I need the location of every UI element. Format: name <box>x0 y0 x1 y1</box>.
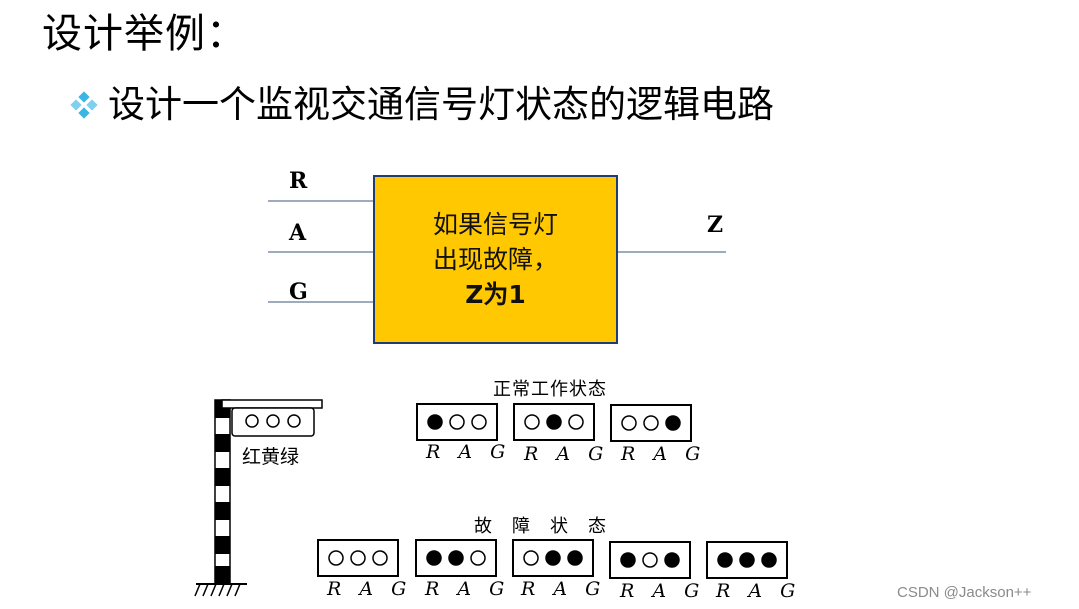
fault-state-title: 故 障 状 态 <box>474 516 607 537</box>
normal-state-title: 正常工作状态 <box>493 379 607 400</box>
fault-state-lamp-1-2 <box>350 550 366 566</box>
fault-state-lamp-1-1 <box>328 550 344 566</box>
normal-state-lamp-2-2 <box>546 414 562 430</box>
fault-state-lamp-5-2 <box>739 552 755 568</box>
normal-rag-2: R A G <box>524 443 610 465</box>
fault-state-lamp-5-1 <box>717 552 733 568</box>
normal-rag-1: R A G <box>426 441 512 463</box>
fault-state-lamp-5-3 <box>761 552 777 568</box>
pole-label: 红黄绿 <box>242 446 300 468</box>
block-line-1: 如果信号灯 <box>432 210 558 239</box>
normal-rag-3: R A G <box>621 443 707 465</box>
fault-state-lamp-1-3 <box>372 550 388 566</box>
block-line-2: 出现故障， <box>432 245 558 274</box>
fault-state-lamp-2-3 <box>470 550 486 566</box>
fault-state-lamp-4-1 <box>620 552 636 568</box>
fault-state-lamp-2-1 <box>426 550 442 566</box>
fault-state-lights <box>317 539 788 579</box>
page-title: 设计举例： <box>42 11 247 57</box>
normal-state-lights <box>416 403 692 442</box>
fault-rag-3: R A G <box>521 578 607 600</box>
watermark: CSDN @Jackson++ <box>897 584 1032 601</box>
output-label-z: Z <box>707 212 724 238</box>
fault-state-lamp-3-2 <box>545 550 561 566</box>
bullet-text: 设计一个监视交通信号灯状态的逻辑电路 <box>108 83 774 126</box>
fault-state-lamp-4-3 <box>664 552 680 568</box>
logic-block: 如果信号灯 出现故障， Z为1 <box>373 175 618 344</box>
normal-state-lamp-1-3 <box>471 414 487 430</box>
fault-rag-5: R A G <box>716 580 802 602</box>
normal-state-lamp-2-3 <box>568 414 584 430</box>
input-label-a: A <box>289 220 307 246</box>
input-label-g: G <box>289 279 308 305</box>
fault-state-lamp-3-3 <box>567 550 583 566</box>
input-label-r: R <box>289 168 308 194</box>
diamond-bullet-icon <box>70 91 98 119</box>
fault-rag-1: R A G <box>327 578 413 600</box>
normal-state-lamp-3-3 <box>665 415 681 431</box>
fault-state-lamp-4-2 <box>642 552 658 568</box>
normal-state-lamp-3-1 <box>621 415 637 431</box>
fault-state-lamp-3-1 <box>523 550 539 566</box>
normal-state-lamp-1-2 <box>449 414 465 430</box>
normal-state-lamp-3-2 <box>643 415 659 431</box>
normal-state-lamp-2-1 <box>524 414 540 430</box>
bullet-line: 设计一个监视交通信号灯状态的逻辑电路 <box>70 80 774 130</box>
normal-state-lamp-1-1 <box>427 414 443 430</box>
fault-state-lamp-2-2 <box>448 550 464 566</box>
fault-rag-2: R A G <box>425 578 511 600</box>
block-line-3: Z为1 <box>465 280 526 309</box>
fault-rag-4: R A G <box>620 580 706 602</box>
traffic-pole-icon <box>194 399 323 597</box>
